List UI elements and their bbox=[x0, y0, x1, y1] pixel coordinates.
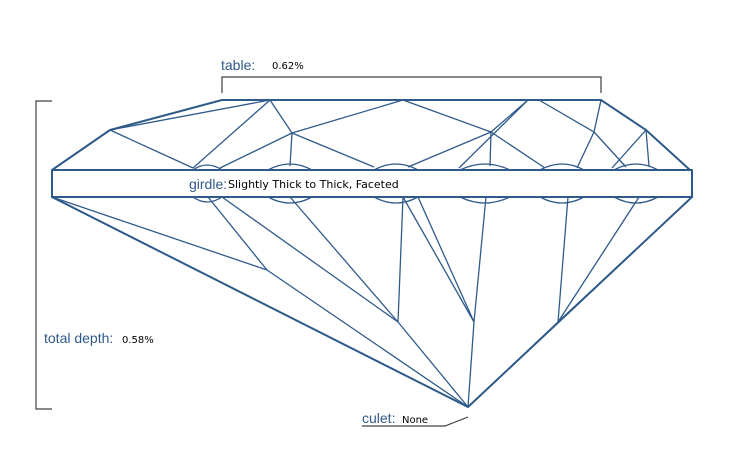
depth-bracket bbox=[35, 100, 52, 410]
total-depth-value: 0.58% bbox=[122, 335, 154, 346]
crown-outline bbox=[51, 99, 691, 171]
culet-label: culet: bbox=[362, 410, 395, 426]
table-label: table: bbox=[221, 57, 255, 73]
girdle-band bbox=[51, 169, 693, 198]
crown-facets bbox=[109, 99, 650, 169]
pavilion-facets bbox=[51, 196, 693, 408]
table-value: 0.62% bbox=[272, 61, 304, 72]
pavilion-outline bbox=[51, 196, 693, 408]
total-depth-label: total depth: bbox=[44, 330, 113, 346]
girdle-label: girdle: bbox=[189, 176, 227, 192]
culet-value: None bbox=[402, 415, 428, 426]
pavilion bbox=[51, 196, 693, 408]
table-bracket bbox=[221, 76, 602, 93]
culet-leader bbox=[362, 416, 469, 427]
crown bbox=[51, 99, 691, 171]
girdle-value: Slightly Thick to Thick, Faceted bbox=[228, 178, 399, 191]
